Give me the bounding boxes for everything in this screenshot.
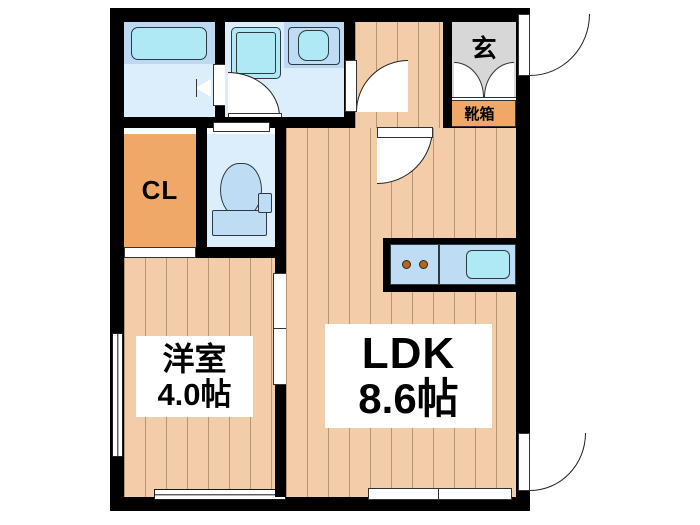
bathroom-door-arrow-outline-icon bbox=[196, 79, 212, 97]
ldk-balcony-sliding-window[interactable] bbox=[368, 488, 512, 500]
exterior-wall-bottom bbox=[110, 497, 530, 511]
getabako-label: 靴箱 bbox=[464, 106, 495, 123]
washing-machine-inner-outline bbox=[236, 32, 276, 74]
genkan-label: 玄 bbox=[471, 35, 497, 63]
bedroom-size: 4.0帖 bbox=[157, 377, 232, 412]
closet-right-wall bbox=[196, 128, 207, 258]
toilet-bottom-wall bbox=[207, 247, 286, 258]
kitchen-sink-basin bbox=[466, 250, 510, 279]
ldk-floor bbox=[286, 128, 516, 497]
toilet-flush-handle-icon bbox=[258, 193, 272, 213]
hall-genkan-divider bbox=[443, 22, 452, 138]
bathtub-fixture bbox=[131, 27, 207, 60]
kitchen-counter-divider bbox=[438, 244, 440, 285]
stove-burner-left-icon bbox=[402, 260, 411, 269]
toilet-door-panel[interactable] bbox=[213, 122, 270, 132]
closet-label: CL bbox=[141, 174, 179, 205]
washing-machine-fixture bbox=[231, 27, 281, 79]
getabako-area bbox=[443, 100, 516, 127]
bedroom-label-plate: 洋室 4.0帖 bbox=[136, 336, 253, 417]
exterior-wall-top bbox=[110, 8, 530, 22]
bathroom-door-arrow-icon bbox=[196, 79, 211, 97]
hall-door-panel[interactable] bbox=[345, 60, 357, 112]
toilet-tank-fixture bbox=[212, 210, 267, 236]
stove-burner-right-icon bbox=[419, 260, 428, 269]
ldk-size: 8.6帖 bbox=[358, 375, 459, 422]
ldk-label-plate: LDK 8.6帖 bbox=[325, 324, 492, 428]
closet-floor bbox=[124, 134, 196, 247]
ldk-side-door-swing-icon bbox=[530, 433, 586, 491]
toilet-bowl-fixture bbox=[220, 163, 262, 217]
closet-door-panel[interactable] bbox=[124, 247, 196, 258]
bedroom-window-bottom[interactable] bbox=[154, 489, 286, 500]
ldk-side-door-panel[interactable] bbox=[518, 433, 530, 491]
bedroom-name: 洋室 bbox=[162, 341, 227, 377]
bedroom-window-left[interactable] bbox=[112, 333, 123, 457]
bedroom-ldk-sliding-door-mullion bbox=[273, 328, 288, 330]
ldk-name: LDK bbox=[361, 329, 456, 378]
entrance-door-swing-icon bbox=[530, 14, 590, 76]
vanity-basin-fixture bbox=[298, 30, 329, 61]
kitchen-counter-outline bbox=[390, 244, 516, 285]
ldk-entry-door-panel[interactable] bbox=[377, 127, 433, 138]
entrance-door-panel[interactable] bbox=[518, 14, 530, 76]
exterior-wall-right bbox=[516, 8, 530, 511]
ldk-balcony-window-mullion bbox=[438, 488, 440, 500]
